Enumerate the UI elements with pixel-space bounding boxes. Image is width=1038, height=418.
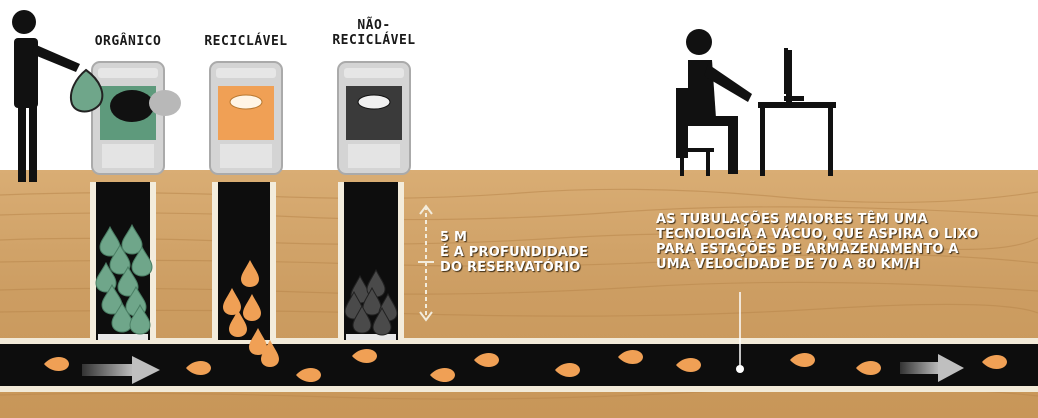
depth-note: 5 M É A PROFUNDIDADE DO RESERVATÓRIO: [440, 230, 640, 275]
bin-nonrecyclable: [337, 61, 411, 175]
person-at-computer-icon: [676, 29, 836, 176]
speed-joiner: A: [837, 257, 858, 272]
label-recyclable-text: RECICLÁVEL: [204, 34, 288, 49]
trash-bag-icon: [70, 68, 181, 122]
computer-desk: [758, 48, 836, 176]
tube-note: AS TUBULAÇÕES MAIORES TÊM UMA TECNOLOGIA…: [656, 212, 1036, 272]
bin-recyclable: [209, 61, 283, 175]
depth-value: 5 M: [440, 230, 468, 245]
tube-note-line4: UMA VELOCIDADE DE 70 A 80 KM/H: [656, 257, 1036, 272]
label-nonrecyclable-line2: RECICLÁVEL: [332, 33, 416, 48]
speed-min: 70: [819, 257, 838, 272]
label-organic: ORGÂNICO: [70, 34, 186, 49]
arrow-right-icon: [900, 354, 964, 382]
speed-max: 80: [857, 257, 876, 272]
depth-note-line2: DO RESERVATÓRIO: [440, 260, 581, 275]
arrow-right-icon: [82, 356, 160, 384]
label-nonrecyclable-line1: NÃO-: [357, 18, 391, 33]
person-throwing-icon: [12, 10, 80, 182]
label-recyclable: RECICLÁVEL: [186, 34, 306, 49]
callout-pointer: [736, 292, 744, 373]
vacuum-pipe: [0, 344, 1038, 386]
label-organic-text: ORGÂNICO: [94, 34, 162, 49]
depth-indicator: [418, 204, 434, 322]
tube-note-line3: PARA ESTAÇÕES DE ARMAZENAMENTO A: [656, 242, 959, 257]
depth-note-line1: É A PROFUNDIDADE: [440, 245, 589, 260]
speed-unit: KM/H: [875, 257, 921, 272]
label-nonrecyclable: NÃO- RECICLÁVEL: [316, 18, 432, 48]
tube-note-line2: TECNOLOGIA A VÁCUO, QUE ASPIRA O LIXO: [656, 227, 979, 242]
tube-note-line1: AS TUBULAÇÕES MAIORES TÊM UMA: [656, 212, 928, 227]
tube-note-line4-prefix: UMA VELOCIDADE DE: [656, 257, 820, 272]
